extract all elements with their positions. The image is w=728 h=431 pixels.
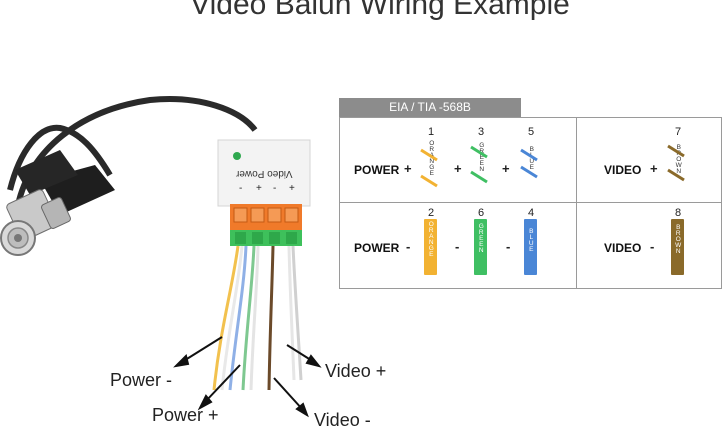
terminal-sign-4: + <box>289 183 295 194</box>
pin-1-number: 1 <box>427 126 435 138</box>
strain-relief-2 <box>15 150 78 195</box>
terminal-sign-2: + <box>256 183 262 194</box>
row-label-video-plus: VIDEO <box>604 163 642 177</box>
terminal-sign-1: - <box>239 183 243 194</box>
sign-minus-3: - <box>506 239 511 254</box>
terminal-sign-3: - <box>273 183 277 194</box>
diagram-title: Video Balun Wiring Example <box>190 0 570 21</box>
pin-8-swatch <box>671 219 684 275</box>
pin-3-letters: GREEN <box>478 142 486 172</box>
pin-1-wire: ORANGE <box>426 140 436 180</box>
pin-6-wire: GREEN <box>474 223 487 257</box>
pin-6-number: 6 <box>477 207 485 219</box>
pin-5-number: 5 <box>527 126 535 138</box>
pin-4-letters: BLUE <box>527 228 535 252</box>
pin-1-letters: ORANGE <box>428 140 436 176</box>
terminal-label: Video Power <box>236 168 293 179</box>
pin-5-wire: BLUE <box>526 146 536 174</box>
grid-divider-v <box>576 118 577 288</box>
sign-minus-2: - <box>455 239 460 254</box>
pin-6-swatch <box>474 219 487 275</box>
sign-minus-1: - <box>406 239 411 254</box>
sign-plus-3: + <box>502 161 510 176</box>
led <box>233 152 241 160</box>
row-label-video-minus: VIDEO <box>604 241 642 255</box>
pin-8-number: 8 <box>674 207 682 219</box>
standard-header: EIA / TIA -568B <box>339 98 521 117</box>
pin-4-wire: BLUE <box>524 228 537 256</box>
pin-2-wire: ORANGE <box>424 221 437 261</box>
pin-2-swatch <box>424 219 437 275</box>
balun-body <box>217 139 311 207</box>
pin-8-letters: BROWN <box>674 224 682 254</box>
sign-plus-1: + <box>404 161 412 176</box>
pin-8-wire: BROWN <box>671 224 684 258</box>
callout-power-plus: Power + <box>152 405 219 425</box>
pin-3-wire: GREEN <box>476 142 486 176</box>
bnc-connector <box>0 189 71 256</box>
pinout-table: POWER + + + 1 ORANGE 3 GREEN 5 BLUE VIDE… <box>339 117 722 289</box>
pin-4-number: 4 <box>527 207 535 219</box>
pin-3-number: 3 <box>477 126 485 138</box>
callout-power-minus: Power - <box>110 370 173 390</box>
pin-2-number: 2 <box>427 207 435 219</box>
grid-divider-h <box>340 202 721 203</box>
callout-video-minus: Video - <box>314 410 371 430</box>
pin-7-number: 7 <box>674 126 682 138</box>
pin-5-letters: BLUE <box>528 146 536 170</box>
coax-cable-2 <box>7 124 113 191</box>
callout-video-plus: Video + <box>325 361 387 381</box>
row-label-power-plus: POWER <box>354 163 400 177</box>
pin-2-letters: ORANGE <box>427 221 435 257</box>
sign-plus-2: + <box>454 161 462 176</box>
pin-6-letters: GREEN <box>477 223 485 253</box>
row-label-power-minus: POWER <box>354 241 400 255</box>
pin-7-wire: BROWN <box>673 144 683 178</box>
sign-minus-4: - <box>650 239 655 254</box>
terminal-block <box>230 204 302 246</box>
pin-7-letters: BROWN <box>675 144 683 174</box>
sign-plus-4: + <box>650 161 658 176</box>
pin-4-swatch <box>524 219 537 275</box>
